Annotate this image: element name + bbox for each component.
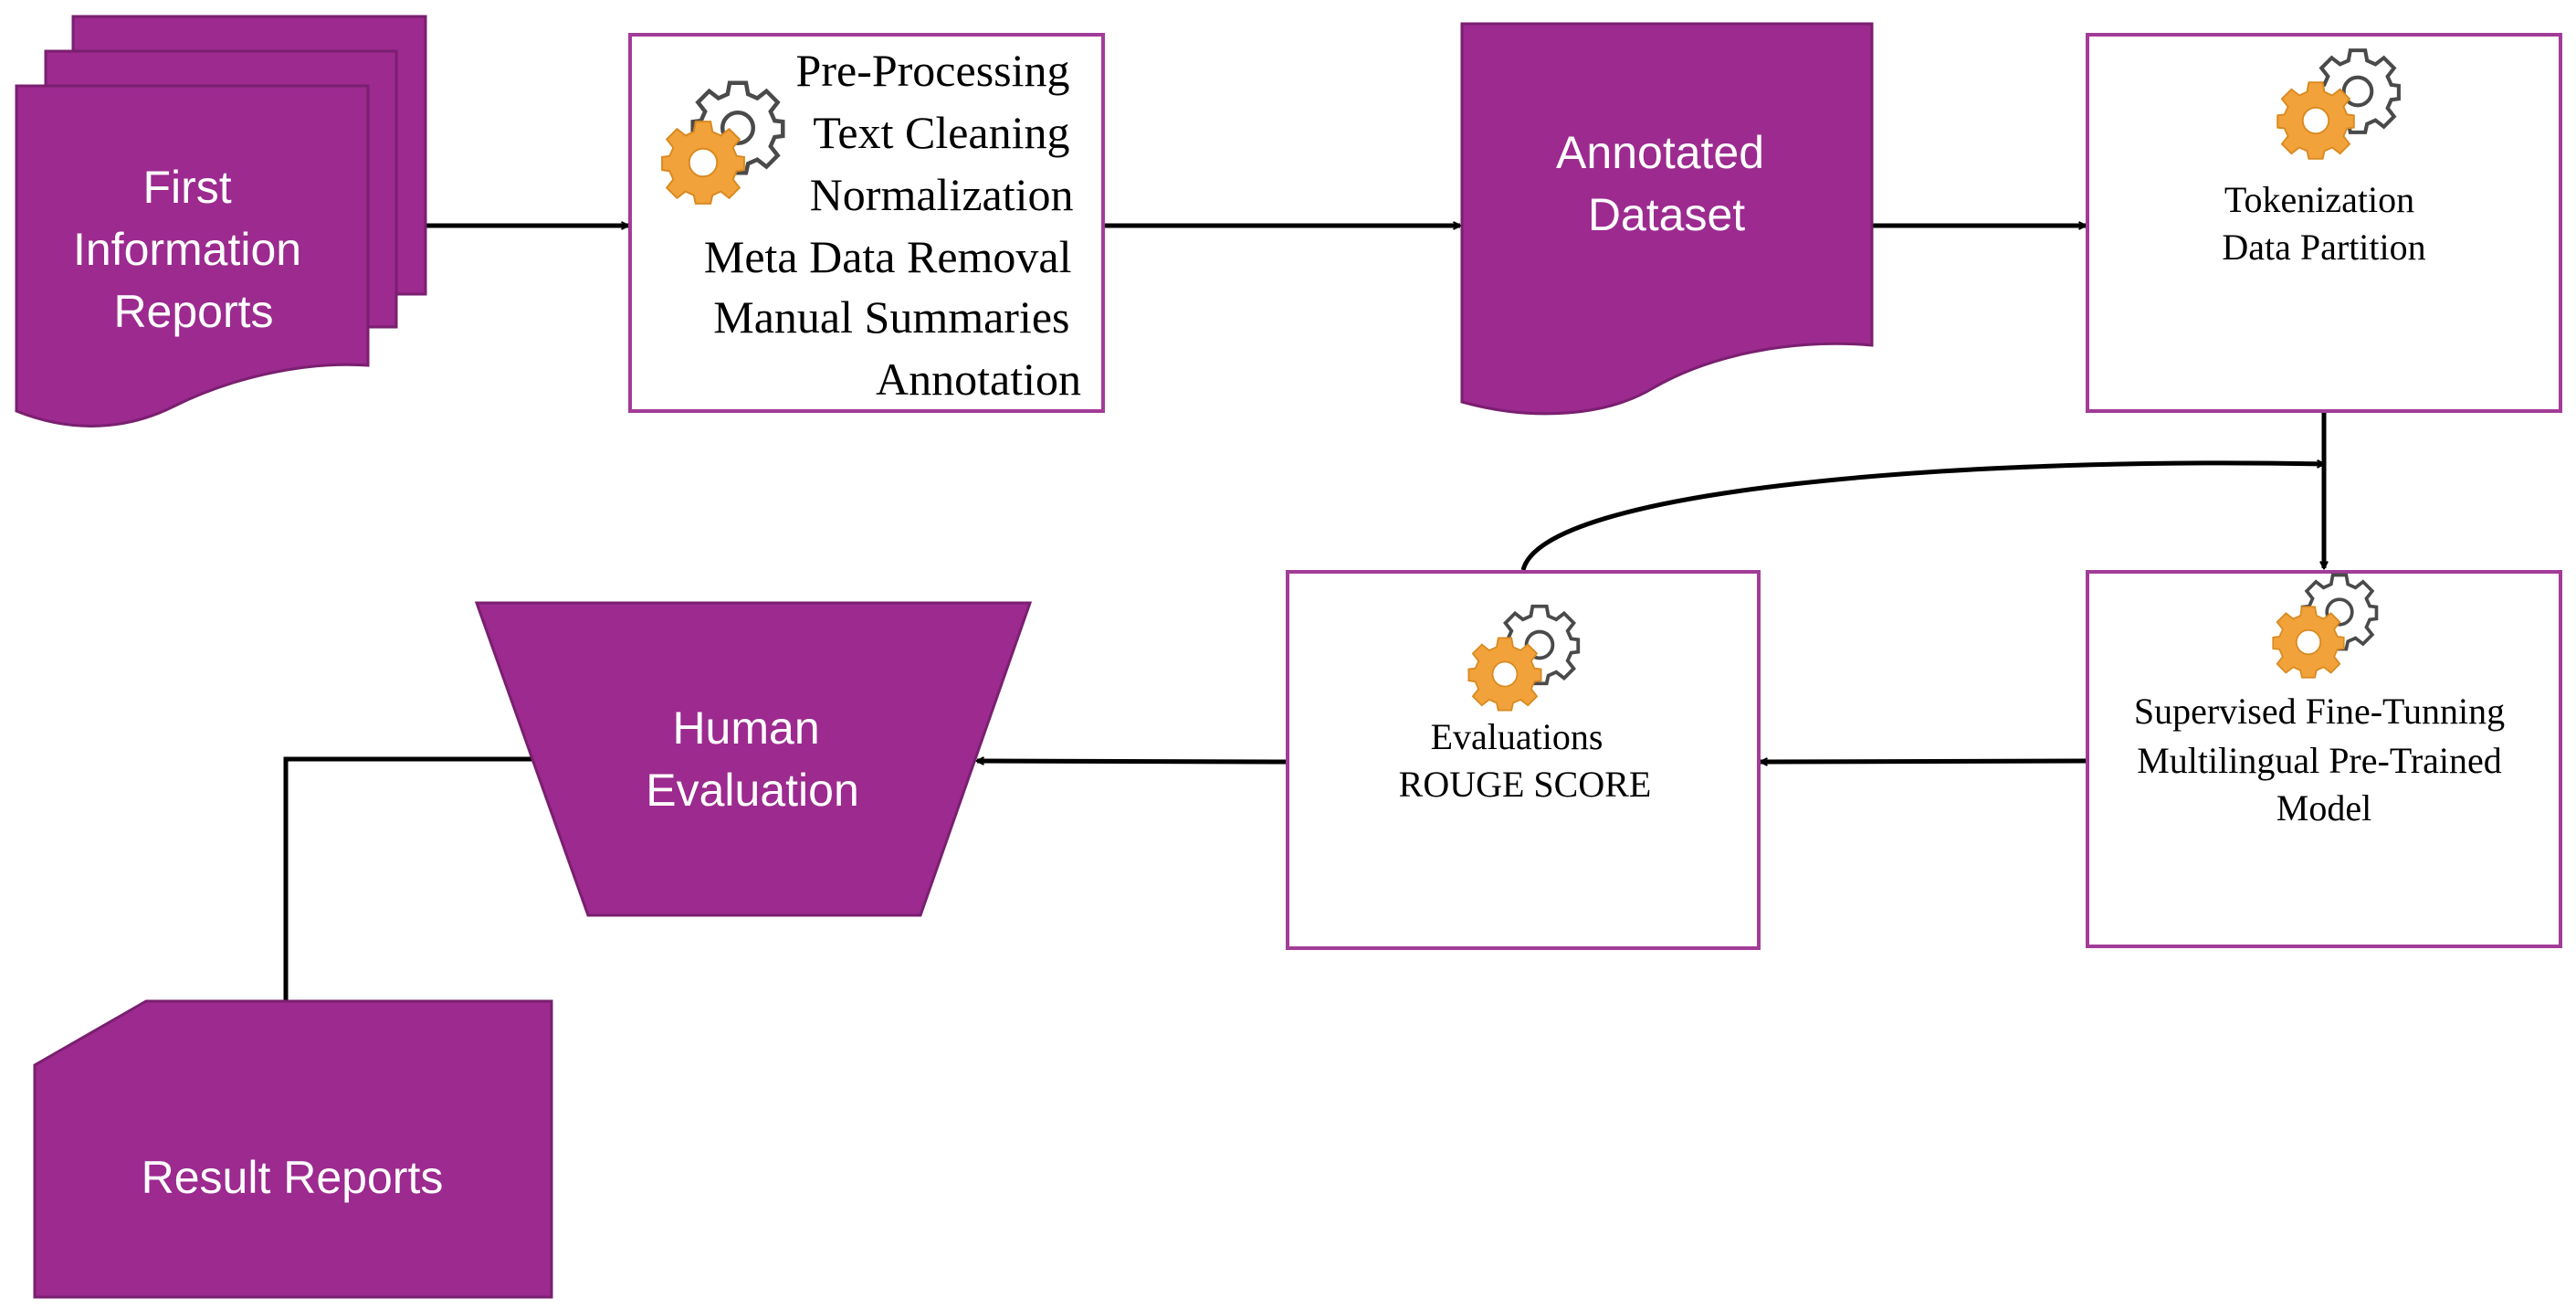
preprocess-line-4: Meta Data Removal [704,231,1072,282]
fir-label: First Information Reports [73,162,314,337]
result-card [33,999,553,1299]
preprocess-label: Pre-Processing Text Cleaning Normalizati… [704,45,1085,405]
node-annotated: Annotated Dataset [1460,22,1874,416]
annotated-label-line-1: Annotated [1556,127,1764,178]
edge-evaluate-to-tokenize [1520,463,2324,571]
fir-document-front [15,84,370,428]
preprocess-line-5: Manual Summaries [713,291,1069,343]
edge-evaluate-to-human [977,761,1287,762]
result-label: Result Reports [142,1152,444,1203]
evaluate-label: Evaluations ROUGE SCORE [1399,716,1652,805]
preprocess-line-2: Text Cleaning [813,107,1069,158]
edge-human-to-result [286,756,533,1008]
annotated-label-line-2: Dataset [1588,189,1745,240]
node-human: Human Evaluation [474,601,1033,917]
edges [286,226,2324,1008]
tokenize-label: Tokenization Data Partition [2222,179,2425,268]
human-trapezoid [474,601,1033,917]
finetune-line-1: Supervised Fine-Tunning [2134,691,2505,732]
annotated-document [1460,22,1874,416]
preprocess-line-1: Pre-Processing [796,45,1070,96]
edge-finetune-to-evaluate [1761,761,2087,762]
human-label: Human Evaluation [646,702,859,816]
tokenize-line-1: Tokenization [2224,179,2414,220]
node-finetune: Supervised Fine-Tunning Multilingual Pre… [2086,570,2562,948]
result-label-line-1: Result Reports [142,1152,444,1203]
finetune-line-2: Multilingual Pre-Trained [2137,740,2502,781]
human-label-line-2: Evaluation [646,765,859,816]
annotated-label: Annotated Dataset [1556,127,1777,240]
finetune-line-3: Model [2276,787,2371,829]
preprocess-line-6: Annotation [876,354,1081,405]
finetune-box [2086,570,2562,948]
evaluate-line-2: ROUGE SCORE [1399,764,1652,805]
finetune-label: Supervised Fine-Tunning Multilingual Pre… [2134,691,2514,829]
evaluate-line-1: Evaluations [1431,716,1603,757]
human-label-line-1: Human [672,702,819,754]
fir-label-line-3: Reports [113,286,273,337]
node-evaluate: Evaluations ROUGE SCORE [1286,570,1761,950]
node-fir: First Information Reports [15,15,427,428]
node-result: Result Reports [33,999,553,1299]
tokenize-line-2: Data Partition [2222,227,2425,268]
preprocess-line-3: Normalization [810,169,1074,220]
node-tokenize: Tokenization Data Partition [2086,33,2562,413]
fir-label-line-2: Information [73,224,301,275]
fir-label-line-1: First [142,162,231,213]
node-preprocess: Pre-Processing Text Cleaning Normalizati… [628,33,1105,413]
